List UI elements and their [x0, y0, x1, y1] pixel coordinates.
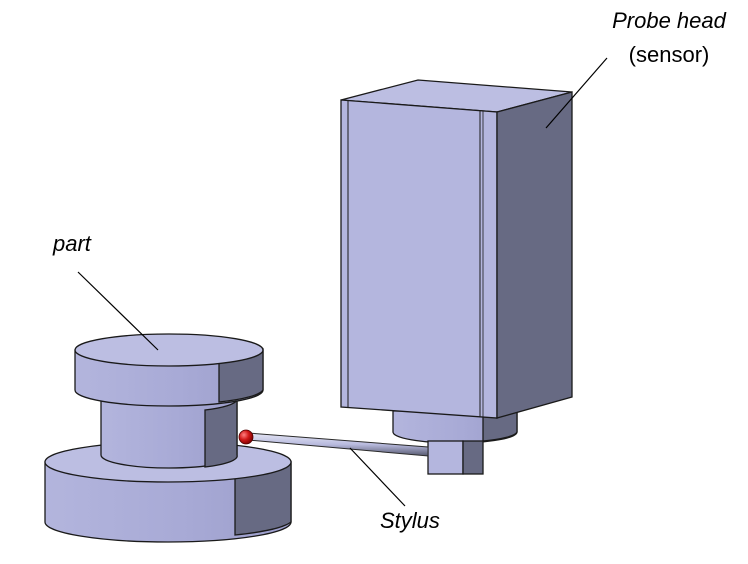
probe-head-label: Probe head — [612, 8, 726, 33]
part-middle-cylinder — [100, 399, 238, 469]
probe-head-adapter-cylinder — [392, 410, 518, 444]
probe-head-leader-line — [545, 57, 608, 129]
probe-head-model — [340, 79, 573, 475]
stylus-mount-block — [427, 440, 484, 475]
sensor-label: (sensor) — [628, 42, 710, 67]
probe-head-box — [340, 79, 573, 419]
part-top-cylinder — [74, 333, 264, 407]
stylus — [238, 429, 429, 457]
stylus-tip-sphere — [238, 429, 254, 445]
stylus-label: Stylus — [380, 508, 440, 533]
stylus-leader-line — [349, 447, 406, 507]
part-model — [44, 333, 292, 543]
part-leader-line — [77, 271, 159, 351]
part-label: part — [53, 231, 91, 256]
